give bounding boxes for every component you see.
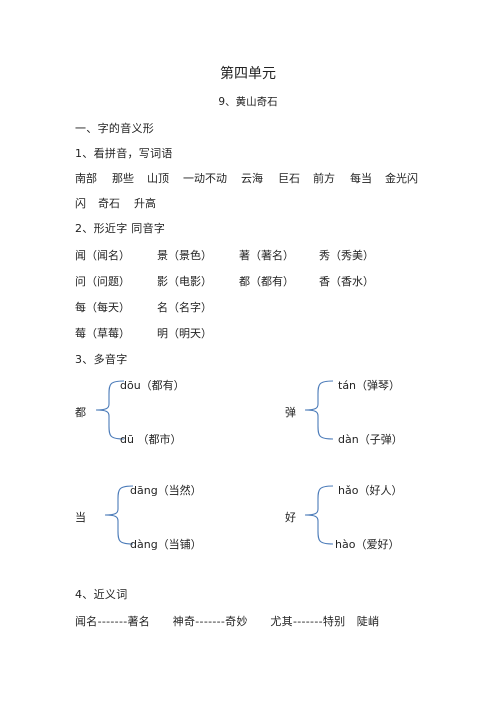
section-heading-1: 一、字的音义形 <box>75 122 155 135</box>
pinyin-reading: hǎo（好人） <box>338 484 403 497</box>
brace-icon <box>304 380 334 440</box>
char-pair: 问（问题） <box>75 275 130 288</box>
polyphone-char: 都 <box>75 406 86 419</box>
char-pair: 秀（秀美） <box>319 249 374 262</box>
section-heading-4: 4、近义词 <box>75 588 128 601</box>
char-pair: 都（都有） <box>239 275 294 288</box>
brace-icon <box>95 380 125 440</box>
synonym-line: 闻名-------著名 神奇-------奇妙 尤其-------特别 陡峭 <box>75 615 380 628</box>
item-heading-pinyin: 1、看拼音，写词语 <box>75 147 173 160</box>
char-pair: 著（著名） <box>239 249 294 262</box>
char-pair: 香（香水） <box>319 275 374 288</box>
word: 闪 <box>75 197 86 210</box>
word: 巨石 <box>278 172 300 185</box>
word: 金光闪 <box>385 172 418 185</box>
pinyin-reading: dū （都市） <box>120 433 182 446</box>
polyphone-char: 弹 <box>285 406 296 419</box>
polyphone-char: 好 <box>285 511 296 524</box>
pinyin-reading: tán（弹琴） <box>338 379 401 392</box>
word: 南部 <box>75 172 97 185</box>
section-heading-2: 2、形近字 同音字 <box>75 222 166 235</box>
word: 升高 <box>134 197 156 210</box>
word: 山顶 <box>147 172 169 185</box>
page-title: 第四单元 <box>220 66 276 82</box>
lesson-subtitle: 9、黄山奇石 <box>218 96 278 108</box>
pinyin-reading: dōu（都有） <box>120 379 185 392</box>
pinyin-reading: dàn（子弹） <box>338 433 403 446</box>
char-pair: 景（景色） <box>157 249 212 262</box>
char-pair: 影（电影） <box>157 275 212 288</box>
pinyin-reading: dàng（当铺） <box>130 538 202 551</box>
pinyin-reading: dāng（当然） <box>130 484 202 497</box>
word: 每当 <box>350 172 372 185</box>
polyphone-char: 当 <box>75 511 86 524</box>
brace-icon <box>304 485 334 545</box>
word: 奇石 <box>98 197 120 210</box>
pinyin-reading: hào（爱好） <box>335 538 400 551</box>
char-pair: 名（名字） <box>157 301 212 314</box>
char-pair: 明（明天） <box>157 327 212 340</box>
word: 一动不动 <box>183 172 227 185</box>
brace-icon <box>104 485 134 545</box>
word: 那些 <box>112 172 134 185</box>
word: 前方 <box>313 172 335 185</box>
word: 云海 <box>241 172 263 185</box>
char-pair: 每（每天） <box>75 301 130 314</box>
char-pair: 闻（闻名） <box>75 249 130 262</box>
section-heading-3: 3、多音字 <box>75 353 128 366</box>
char-pair: 莓（草莓） <box>75 327 130 340</box>
